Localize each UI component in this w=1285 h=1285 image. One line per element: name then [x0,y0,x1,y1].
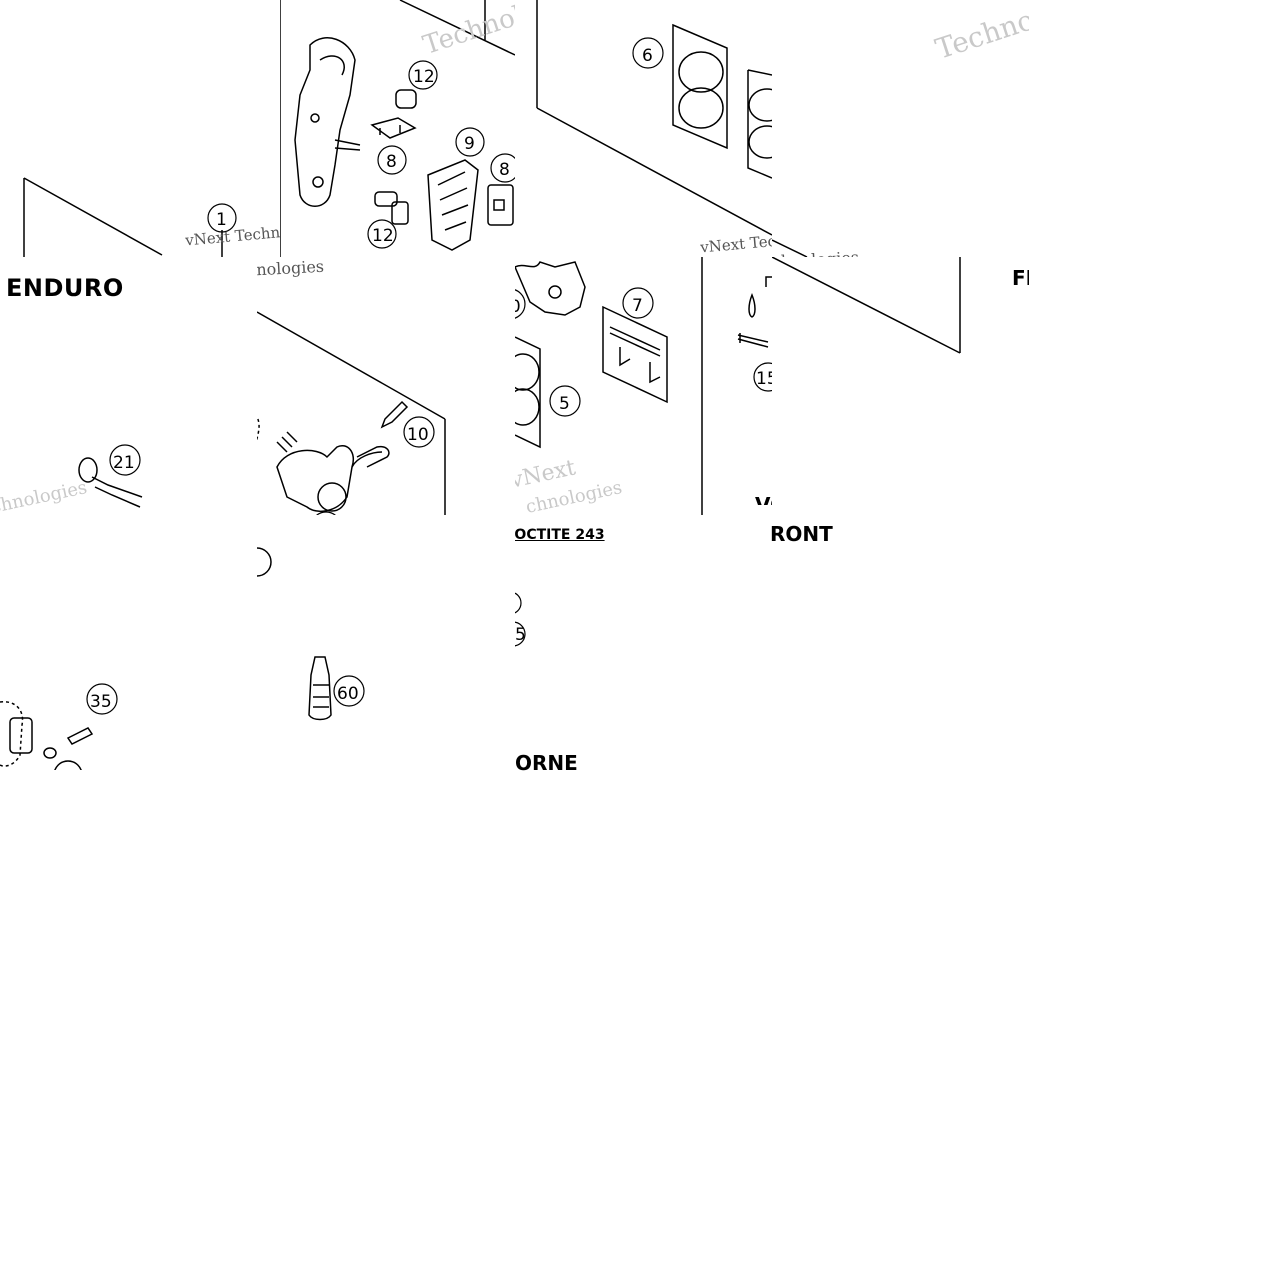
callout-5-fragment: 5 [515,625,526,645]
tile-brake-fluid: 60 [257,515,515,770]
callout-5: 5 [559,394,570,414]
tile-top-right: Technologies chnologies [772,0,1029,257]
label-vorne: ORNE [515,751,578,775]
tile-caliper-body: 10 31 chnologies [257,257,515,515]
tile-left-frame: 1 vNext Technologies [0,170,280,257]
callout-7: 7 [632,296,643,316]
tile-piston-kit: 6 vNext Technologies [515,0,772,257]
tile-caliper-pins: 7 5 30 vNext chnologies [515,257,702,515]
callout-8-left: 8 [386,152,397,172]
callout-60: 60 [337,684,359,704]
callout-30: 30 [515,297,521,317]
callout-15: 15 [756,369,772,389]
label-enduro: ENDURO [6,274,124,302]
callout-12-top: 12 [413,67,435,87]
tile-caliper-bracket: 12 8 9 12 8 Technologies [280,0,515,257]
callout-6: 6 [642,46,653,66]
label-front: RONT [770,522,833,546]
label-loctite: LOCTITE 243 [506,527,605,543]
label-front-partial: FR [1012,266,1029,290]
tile-enduro: 21 ENDURO chnologies [0,257,257,515]
callout-10: 10 [407,425,429,445]
callout-1: 1 [216,210,227,230]
label-vorne-partial: VORNE [755,493,772,515]
tile-banjo-bolt: 35 [0,680,257,770]
callout-9: 9 [464,134,475,154]
callout-21: 21 [113,453,135,473]
tile-bolt: 15 VORNE [700,257,772,515]
callout-12-bottom: 12 [372,226,394,246]
callout-8-right: 8 [499,160,510,180]
callout-35: 35 [90,692,112,712]
tile-right-frame: FR [772,257,1029,357]
